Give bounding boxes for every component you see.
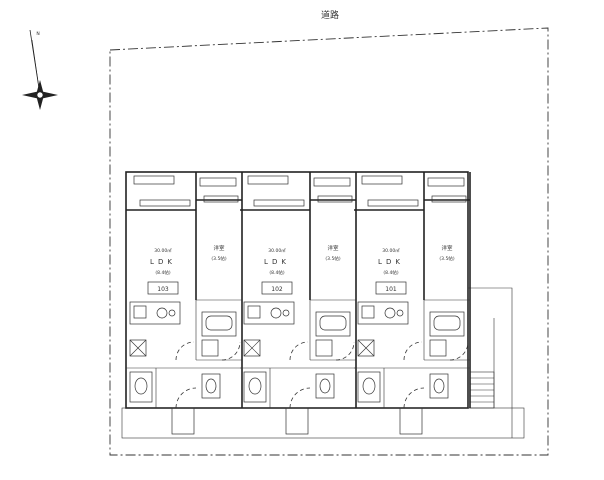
unit-number-box xyxy=(375,281,407,295)
washbasin xyxy=(201,339,219,357)
door-swing xyxy=(449,341,469,361)
road-label: 道路 xyxy=(321,9,339,21)
unit-number: 103 xyxy=(157,286,169,293)
room-tatami: (3.5帖) xyxy=(439,255,454,262)
toilet-room xyxy=(315,373,335,399)
kitchen-counter xyxy=(129,301,181,325)
stove xyxy=(270,307,282,319)
toilet-room xyxy=(429,373,449,399)
room-tatami: (3.5帖) xyxy=(325,255,340,262)
washbasin xyxy=(315,339,333,357)
toilet-icon xyxy=(433,378,445,394)
kitchen-counter xyxy=(357,301,409,325)
ldk-area: 30.00㎡ xyxy=(382,247,400,254)
unit-number-box xyxy=(261,281,293,295)
ldk-area: 30.00㎡ xyxy=(154,247,172,254)
unit-101: 30.00㎡ LDK (8.4帖) 洋室 (3.5帖) 101 xyxy=(354,172,471,435)
window xyxy=(367,199,419,207)
balcony xyxy=(427,177,465,187)
toilet-room xyxy=(243,371,267,403)
stove xyxy=(384,307,396,319)
bathtub xyxy=(201,311,237,337)
kitchen-counter xyxy=(243,301,295,325)
door-swing xyxy=(175,341,195,361)
window xyxy=(317,195,353,203)
toilet-room xyxy=(129,371,153,403)
ldk-label: LDK xyxy=(150,258,176,266)
window xyxy=(431,195,467,203)
bathtub xyxy=(429,311,465,337)
sink xyxy=(361,305,375,319)
stove xyxy=(156,307,168,319)
door-swing xyxy=(335,341,355,361)
storage xyxy=(357,339,375,357)
sink xyxy=(133,305,147,319)
entrance xyxy=(171,407,195,435)
ldk-tatami: (8.4帖) xyxy=(269,269,284,276)
bathtub xyxy=(315,311,351,337)
unit-103: 30.00㎡ LDK (8.4帖) 洋室 (3.5帖) 103 xyxy=(126,172,243,435)
unit-number: 101 xyxy=(385,286,397,293)
storage xyxy=(129,339,147,357)
unit-102: 30.00㎡ LDK (8.4帖) 洋室 (3.5帖) 102 xyxy=(240,172,357,435)
unit-number-box xyxy=(147,281,179,295)
washbasin xyxy=(429,339,447,357)
door-swing xyxy=(221,341,241,361)
room-label: 洋室 xyxy=(327,244,339,252)
entrance xyxy=(285,407,309,435)
ldk-area: 30.00㎡ xyxy=(268,247,286,254)
toilet-icon xyxy=(134,377,148,395)
window xyxy=(203,195,239,203)
ldk-tatami: (8.4帖) xyxy=(383,269,398,276)
unit-number: 102 xyxy=(271,286,283,293)
storage xyxy=(243,339,261,357)
room-label: 洋室 xyxy=(213,244,225,252)
site-boundary xyxy=(109,27,549,456)
window xyxy=(253,199,305,207)
toilet-room xyxy=(357,371,381,403)
balcony xyxy=(361,175,403,185)
room-label: 洋室 xyxy=(441,244,453,252)
ldk-tatami: (8.4帖) xyxy=(155,269,170,276)
north-label: N xyxy=(36,31,39,37)
door-swing xyxy=(403,341,423,361)
toilet-icon xyxy=(248,377,262,395)
toilet-icon xyxy=(319,378,331,394)
door-swing xyxy=(289,341,309,361)
door-swing xyxy=(175,387,197,409)
balcony xyxy=(247,175,289,185)
entrance xyxy=(399,407,423,435)
stair xyxy=(469,371,495,409)
balcony xyxy=(133,175,175,185)
ldk-label: LDK xyxy=(264,258,290,266)
toilet-icon xyxy=(205,378,217,394)
balcony xyxy=(313,177,351,187)
units: 30.00㎡ LDK (8.4帖) 洋室 (3.5帖) 103 30.00㎡ LDK (8.4帖… xyxy=(126,172,471,435)
toilet-icon xyxy=(362,377,376,395)
compass-icon: N xyxy=(22,29,58,110)
sink xyxy=(247,305,261,319)
balcony xyxy=(199,177,237,187)
door-swing xyxy=(289,387,311,409)
door-swing xyxy=(403,387,425,409)
window xyxy=(139,199,191,207)
ldk-label: LDK xyxy=(378,258,404,266)
room-tatami: (3.5帖) xyxy=(211,255,226,262)
toilet-room xyxy=(201,373,221,399)
